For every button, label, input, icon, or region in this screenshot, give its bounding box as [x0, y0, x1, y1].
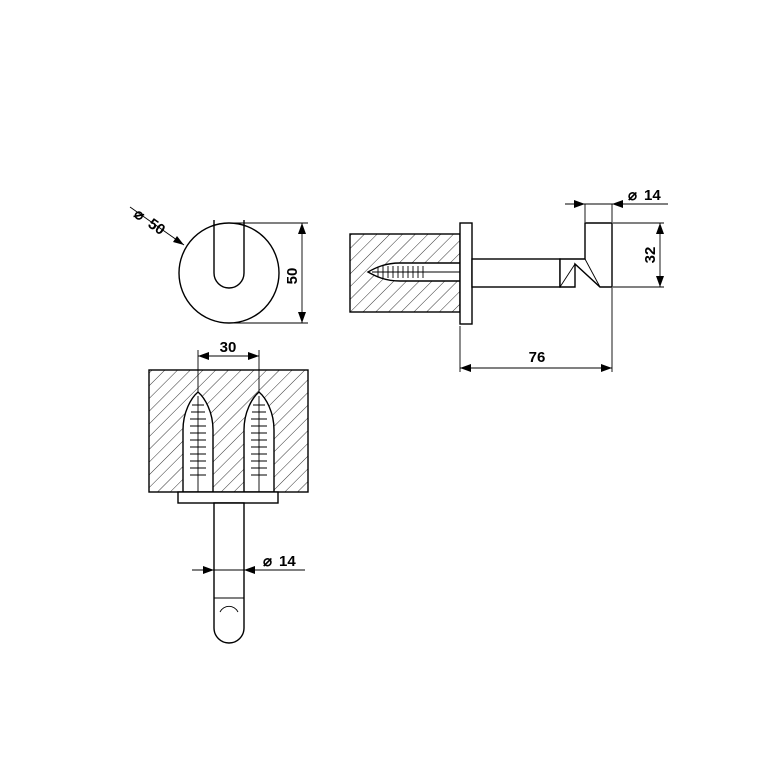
bottom-spacing-label: 30: [220, 339, 237, 356]
side-stem: [471, 258, 561, 288]
side-screw: [372, 266, 460, 278]
bottom-left-screw: [190, 396, 206, 492]
bottom-stem-diameter-symbol: ⌀: [263, 553, 272, 570]
front-diameter-label: 50: [145, 215, 168, 238]
bottom-rosette-plate: [177, 491, 279, 504]
front-diameter-symbol: ⌀: [131, 205, 148, 224]
side-tip-diameter-label: 14: [644, 187, 661, 204]
side-view: ⌀ 14 32 76: [349, 187, 668, 372]
side-length-label: 76: [529, 349, 546, 366]
side-rosette-plate: [459, 222, 473, 325]
front-hook-slot: [213, 220, 245, 289]
bottom-view: 30 ⌀ 14: [148, 339, 309, 644]
bottom-stem-diameter-label: 14: [279, 553, 296, 570]
side-tip-diameter-symbol: ⌀: [628, 187, 637, 204]
front-rosette-circle: [178, 222, 280, 324]
front-height-label: 50: [284, 268, 301, 285]
bottom-right-screw: [251, 396, 267, 492]
bottom-wall-block: [148, 369, 309, 493]
front-view: ⌀ 50 50: [129, 205, 308, 324]
bottom-stem: [213, 502, 245, 644]
front-diameter-leader: [129, 206, 185, 246]
side-hook: [559, 222, 613, 288]
side-height-label: 32: [642, 247, 659, 264]
